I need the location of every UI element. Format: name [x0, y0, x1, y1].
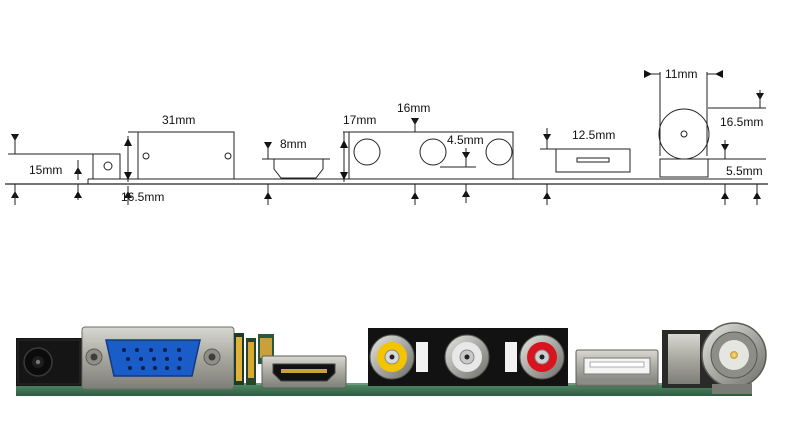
- rca-outline: [343, 131, 514, 205]
- bnc-outline: [648, 72, 766, 205]
- label-usb-width: 12.5mm: [572, 128, 615, 142]
- vga-port-icon: [81, 326, 235, 390]
- rca-yellow-icon: [369, 334, 415, 380]
- dimension-arrows: [11, 70, 764, 205]
- usb-port-icon: [575, 349, 659, 387]
- label-bnc-height: 16.5mm: [720, 115, 763, 129]
- usb-outline: [540, 148, 631, 205]
- label-baseline-length: 16.5mm: [121, 190, 164, 204]
- rca-block: [368, 328, 568, 386]
- board-photo: [16, 322, 767, 396]
- label-rca-height: 17mm: [343, 113, 376, 127]
- label-bnc-base: 5.5mm: [726, 164, 763, 178]
- label-bnc-width: 11mm: [665, 67, 697, 81]
- dc-jack-outline: [8, 153, 121, 200]
- dimension-drawing: 15mm 16.5mm 31mm 8mm 17mm 16mm 4.5mm 12.…: [5, 67, 768, 205]
- rca-white-icon: [444, 334, 490, 380]
- rca-red-icon: [519, 334, 565, 380]
- hdmi-outline: [262, 158, 330, 205]
- label-rca-gap: 4.5mm: [447, 133, 484, 147]
- label-dc-offset: 15mm: [29, 163, 62, 177]
- vga-outline: [127, 131, 235, 182]
- label-rca-pitch: 16mm: [397, 101, 430, 115]
- hdmi-port-icon: [261, 355, 347, 389]
- bnc-connector-icon: [662, 322, 767, 394]
- label-vga-width: 31mm: [162, 113, 195, 127]
- label-hdmi-height: 8mm: [280, 137, 307, 151]
- dc-jack-icon: [16, 338, 82, 386]
